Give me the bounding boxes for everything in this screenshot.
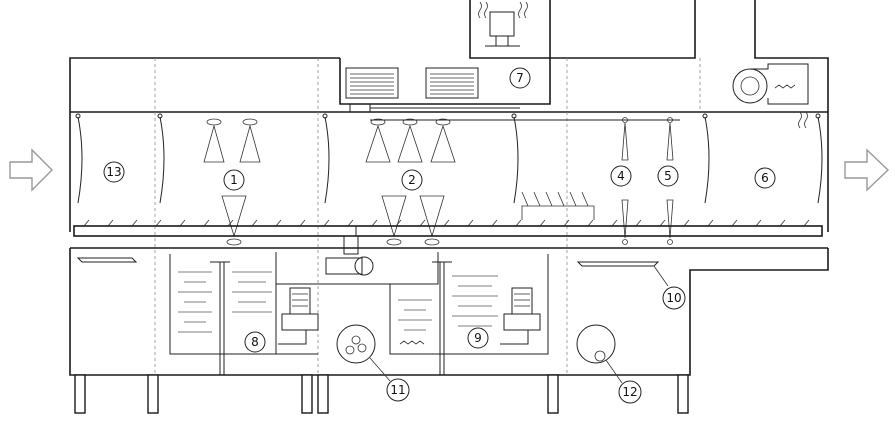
belt-tooth xyxy=(731,219,738,227)
drying-blower xyxy=(732,63,809,129)
svg-text:4: 4 xyxy=(617,169,625,183)
callout-6: 6 xyxy=(754,167,776,189)
tank-heater-12 xyxy=(576,324,616,364)
callout-8: 8 xyxy=(244,331,266,353)
callout-13: 13 xyxy=(103,161,125,183)
svg-text:8: 8 xyxy=(251,335,259,349)
tank-right xyxy=(389,254,549,355)
belt-tooth xyxy=(683,219,690,227)
curtains xyxy=(75,113,823,204)
svg-text:6: 6 xyxy=(761,171,769,185)
svg-text:9: 9 xyxy=(474,331,482,345)
svg-text:10: 10 xyxy=(666,291,681,305)
dish-rack xyxy=(521,191,595,220)
belt-tooth xyxy=(275,219,282,227)
callout-10: 10 xyxy=(662,286,686,310)
belt-tooth xyxy=(443,219,450,227)
drain-tray-left xyxy=(76,257,138,263)
callout-2: 2 xyxy=(401,169,423,191)
callout-12: 12 xyxy=(618,380,642,404)
svg-text:2: 2 xyxy=(408,173,416,187)
belt-tooth xyxy=(779,219,786,227)
callout-7: 7 xyxy=(509,67,531,89)
wash-pump-left xyxy=(278,287,319,345)
belt-tooth xyxy=(563,219,570,227)
callout-4: 4 xyxy=(610,165,632,187)
belt-tooth xyxy=(131,219,138,227)
rinse-nozzles xyxy=(621,117,674,245)
belt-tooth xyxy=(227,219,234,227)
wash-nozzles-zone-1 xyxy=(203,118,261,246)
conveyor-belt xyxy=(73,219,823,237)
legs xyxy=(74,374,689,414)
belt-tooth xyxy=(587,219,594,227)
svg-text:1: 1 xyxy=(230,173,238,187)
belt-tooth xyxy=(179,219,186,227)
belt-tooth xyxy=(299,219,306,227)
belt-tooth xyxy=(107,219,114,227)
belt-tooth xyxy=(611,219,618,227)
section-dividers xyxy=(154,58,701,375)
belt-tooth xyxy=(467,219,474,227)
svg-text:13: 13 xyxy=(106,165,121,179)
belt-tooth xyxy=(539,219,546,227)
machine-body xyxy=(69,0,829,376)
tank-left xyxy=(169,254,318,355)
svg-text:7: 7 xyxy=(516,71,524,85)
callout-1: 1 xyxy=(223,169,245,191)
belt-tooth xyxy=(395,219,402,227)
belt-tooth xyxy=(251,219,258,227)
svg-text:12: 12 xyxy=(622,385,637,399)
belt-tooth xyxy=(347,219,354,227)
belt-tooth xyxy=(707,219,714,227)
callout-11: 11 xyxy=(386,378,410,402)
svg-text:11: 11 xyxy=(390,383,405,397)
belt-tooth xyxy=(155,219,162,227)
heat-recovery-box xyxy=(339,58,551,112)
conveyor-drive-motor xyxy=(275,226,439,285)
overflow-pipes xyxy=(210,261,452,375)
outlet-arrow-icon xyxy=(844,148,890,192)
belt-tooth xyxy=(635,219,642,227)
exhaust-fan-unit xyxy=(469,0,551,59)
svg-text:5: 5 xyxy=(664,169,672,183)
belt-tooth xyxy=(659,219,666,227)
belt-tooth xyxy=(323,219,330,227)
belt-tooth xyxy=(515,219,522,227)
belt-tooth xyxy=(371,219,378,227)
callout-9: 9 xyxy=(467,327,489,349)
belt-tooth xyxy=(419,219,426,227)
belt-tooth xyxy=(491,219,498,227)
tank-heater-11 xyxy=(336,324,376,364)
belt-tooth xyxy=(83,219,90,227)
belt-tooth xyxy=(755,219,762,227)
drain-tray-right xyxy=(576,261,660,267)
wash-pump-right xyxy=(500,287,541,345)
inlet-arrow-icon xyxy=(9,148,53,192)
callout-5: 5 xyxy=(657,165,679,187)
wash-nozzles-zone-2 xyxy=(365,118,456,246)
belt-tooth xyxy=(203,219,210,227)
belt-tooth xyxy=(803,219,810,227)
